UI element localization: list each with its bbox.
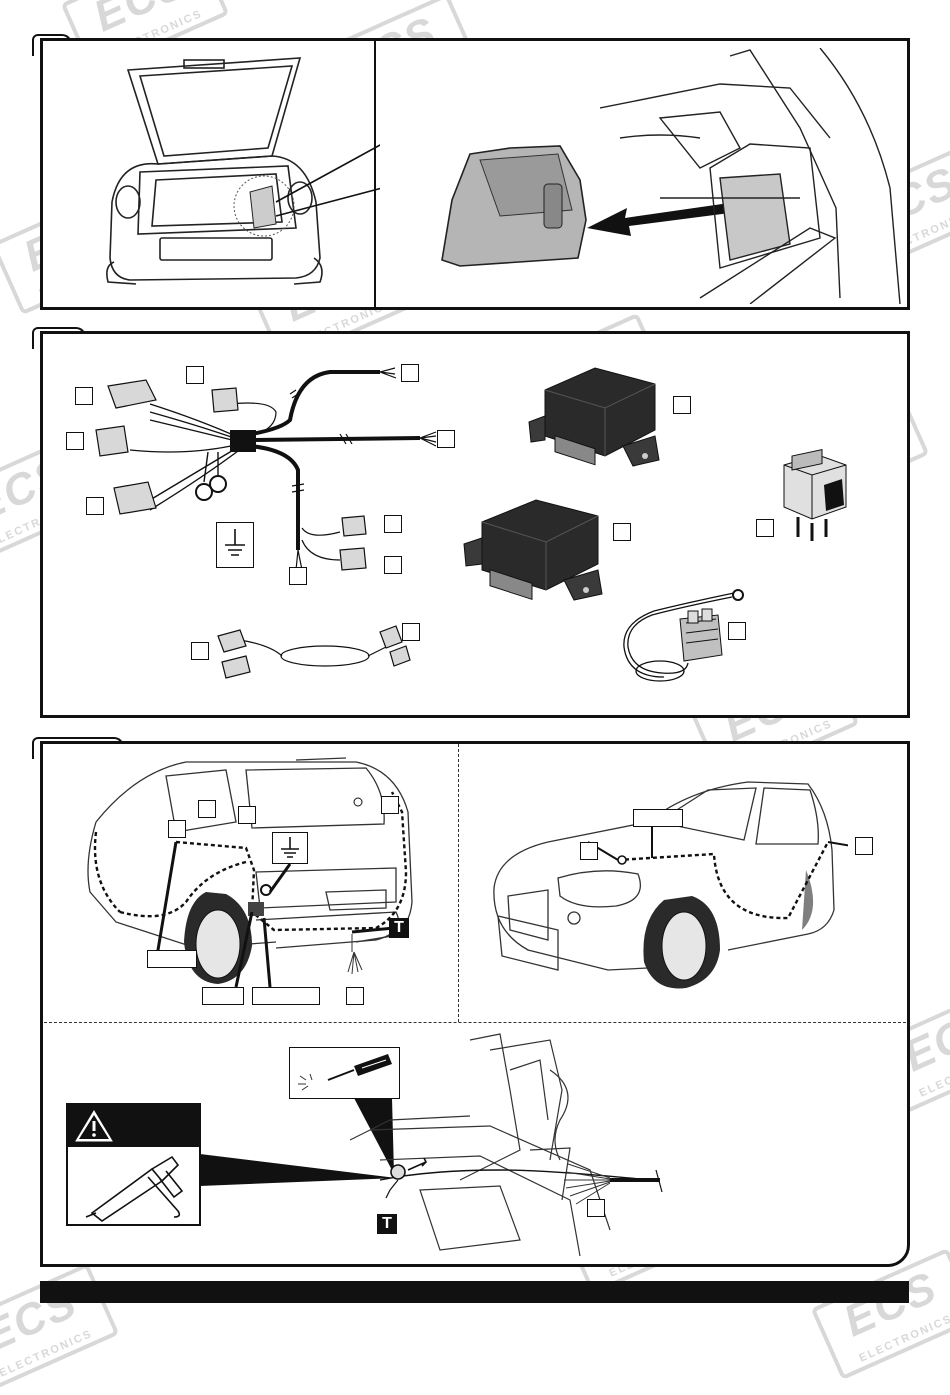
part-label — [756, 519, 774, 537]
part-label — [75, 387, 93, 405]
warning-triangle-icon — [75, 1110, 113, 1142]
tee-marker: T — [377, 1214, 397, 1234]
trunk-interior-illustration — [600, 48, 901, 304]
part-label — [728, 622, 746, 640]
part-label — [289, 567, 307, 585]
caution-header — [68, 1105, 199, 1147]
sealant-gun-icon — [85, 1155, 184, 1222]
part-label — [384, 515, 402, 533]
cable-bundle-illustration — [564, 1163, 663, 1205]
location-label — [202, 987, 244, 1005]
screwdriver-box — [289, 1047, 400, 1099]
location-label — [580, 842, 598, 860]
part-label — [384, 556, 402, 574]
removal-arrow — [587, 200, 753, 236]
location-label — [168, 820, 186, 838]
panel1-divider — [374, 40, 376, 308]
part-label — [673, 396, 691, 414]
control-module-upper-illustration — [528, 367, 660, 467]
part-label — [86, 497, 104, 515]
control-module-lower-illustration — [463, 499, 603, 601]
location-label — [238, 806, 256, 824]
part-label — [613, 523, 631, 541]
rear-car-routing-illustration — [87, 757, 413, 988]
ground-symbol-icon-routing — [272, 832, 308, 864]
part-label — [191, 642, 209, 660]
panel3-horizontal-divider — [44, 1022, 906, 1023]
callout-beam-top — [354, 1098, 394, 1174]
ground-cable-connector-illustration — [623, 589, 744, 682]
callout-beam-left — [200, 1154, 396, 1186]
location-label-wide — [147, 950, 197, 968]
side-trim-panel-illustration — [441, 145, 587, 267]
vehicle-floor-interior-illustration — [350, 1033, 651, 1257]
panel3-vertical-divider — [458, 744, 459, 1022]
part-label — [401, 364, 419, 382]
location-label-wide — [252, 987, 320, 1005]
caution-box — [66, 1103, 201, 1226]
location-label — [198, 800, 216, 818]
footer-bar — [40, 1281, 909, 1303]
location-label — [587, 1199, 605, 1217]
wiring-harness-illustration — [95, 367, 437, 679]
part-label — [437, 430, 455, 448]
location-label — [855, 837, 873, 855]
front-car-routing-illustration — [493, 781, 848, 989]
part-label — [186, 366, 204, 384]
ground-symbol-icon — [216, 522, 254, 568]
location-label — [346, 987, 364, 1005]
part-label — [402, 623, 420, 641]
screwdriver-icon — [298, 1054, 392, 1091]
location-label — [381, 796, 399, 814]
tee-marker: T — [389, 918, 409, 938]
part-label — [66, 432, 84, 450]
location-label-wide — [633, 809, 683, 827]
rear-hatch-open-illustration — [106, 57, 380, 285]
relay-illustration — [783, 449, 847, 541]
